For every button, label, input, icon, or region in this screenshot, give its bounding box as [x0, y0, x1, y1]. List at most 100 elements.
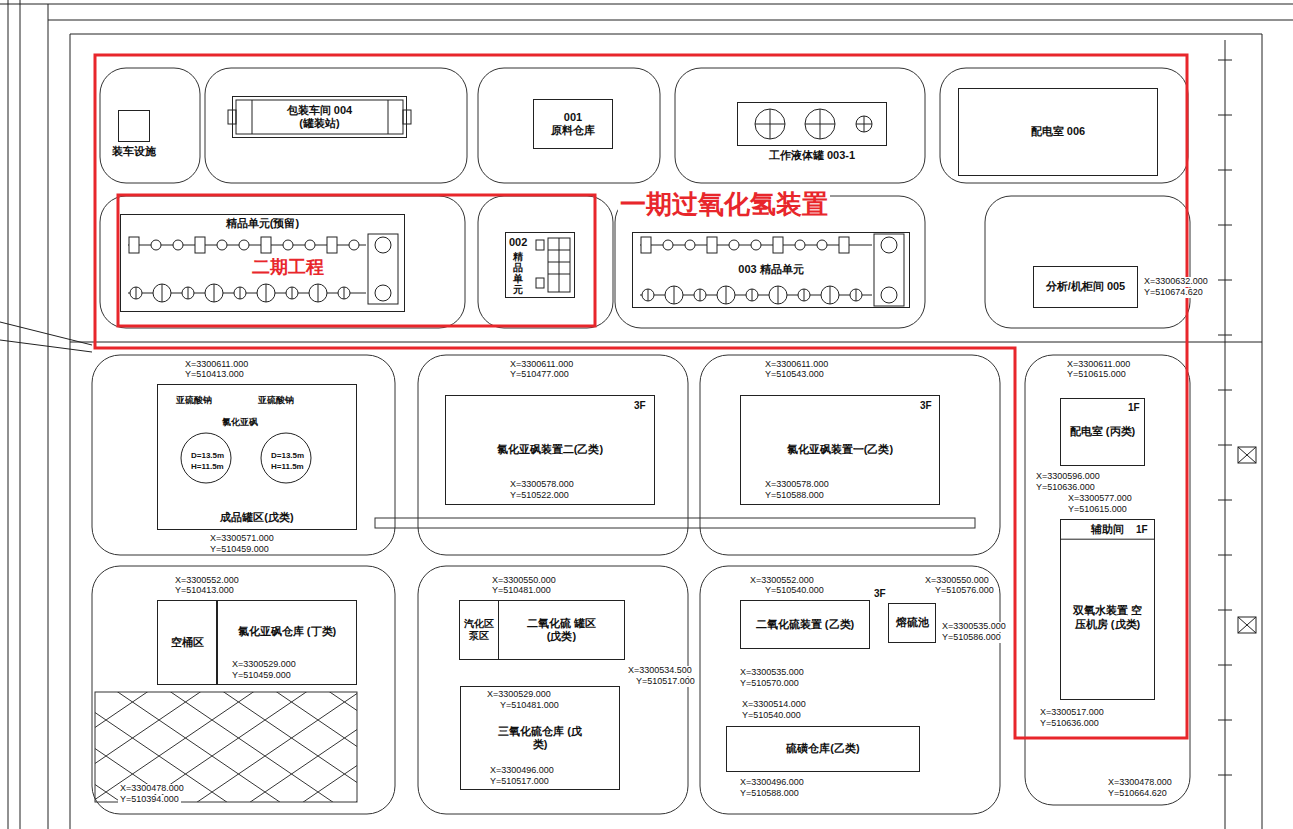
coordinate-label: Y=510517.000 [634, 677, 697, 687]
coordinate-label: Y=510664.620 [1108, 789, 1167, 799]
area-box: 空桶区 [157, 600, 217, 685]
coordinate-label: X=3300529.000 [232, 660, 296, 670]
equipment-row [128, 234, 398, 304]
tank-axis [856, 289, 857, 301]
tank-axis [162, 284, 163, 302]
coordinate-label: Y=510570.000 [740, 679, 799, 689]
hatched-reserve-area [95, 692, 357, 802]
pump-symbol [305, 240, 315, 250]
tank-name-label: 氯化亚砜 [222, 418, 258, 428]
tank-symbol [769, 286, 787, 304]
tank-axis [830, 286, 831, 304]
column-symbol [375, 237, 391, 253]
building-name: 汽化区 [464, 618, 494, 630]
phase-boundary [95, 55, 1187, 738]
building-box: 包装车间 004(罐装站) [232, 96, 407, 138]
tank-axis [318, 284, 319, 302]
coordinate-label: Y=510394.000 [118, 795, 181, 805]
tank-symbol [642, 289, 654, 301]
facility-box: 装车设施 [118, 110, 150, 142]
tank-axis [778, 286, 779, 304]
tank-axis [726, 286, 727, 304]
coordinate-label: X=3300535.000 [940, 622, 1008, 632]
building-name: 配电室 006 [1031, 125, 1085, 138]
tank-symbol [694, 289, 706, 301]
coordinate-label: Y=510413.000 [175, 586, 234, 596]
tank-size-label: D=13.5m [191, 452, 224, 461]
coordinate-label: X=3300632.000 [1142, 277, 1210, 287]
column-symbol [881, 237, 897, 253]
tank-size-label: D=13.5m [271, 452, 304, 461]
pump-symbol [751, 240, 761, 250]
coordinate-label: Y=510543.000 [765, 370, 824, 380]
coordinate-label: Y=510636.000 [1036, 483, 1095, 493]
pump-symbol [239, 240, 249, 250]
tank-axis [674, 286, 675, 304]
coordinate-label: Y=510413.000 [185, 370, 244, 380]
building-name: (罐装站) [299, 117, 339, 130]
vessel-symbol [327, 237, 337, 253]
vessel-symbol [707, 237, 717, 253]
tank-symbols [181, 109, 872, 483]
pump-symbol [729, 240, 739, 250]
tank-symbol [850, 289, 862, 301]
tank-symbol [821, 286, 839, 304]
tank-axis [344, 287, 345, 299]
pump-symbol [173, 240, 183, 250]
building-name: 氯化亚砜仓库 (丁类) [238, 625, 336, 638]
building-name: 003 精品单元 [738, 263, 803, 276]
building-name: 熔硫池 [896, 616, 929, 629]
column-frame [874, 234, 904, 306]
tank-symbol [205, 284, 223, 302]
tank-axis [188, 287, 189, 299]
coordinate-label: X=3300529.000 [487, 690, 551, 700]
coordinate-label: X=3300550.000 [492, 576, 556, 586]
coordinate-label: X=3300611.000 [510, 360, 573, 370]
tank-symbol [286, 287, 298, 299]
unit-002-equipment [536, 238, 570, 292]
building-name: 成品罐区(戊类) [220, 511, 293, 524]
coordinate-label: Y=510615.000 [1067, 370, 1126, 380]
building-name: 二氧化硫 罐区(戊类) [522, 617, 602, 643]
coordinate-label: Y=510588.000 [740, 789, 799, 799]
tank-symbol [798, 289, 810, 301]
tank-group-box: 工作液体罐 003-1 [737, 102, 887, 146]
coordinate-label: Y=510481.000 [492, 586, 551, 596]
building-name: 配电室 (丙类) [1070, 425, 1135, 438]
road-blocks [92, 68, 1190, 814]
coordinate-label: Y=510481.000 [500, 701, 559, 711]
tank-axis [266, 284, 267, 302]
tank-axis [700, 289, 701, 301]
coordinate-label: X=3300611.000 [1067, 360, 1130, 370]
coordinate-label: X=3300496.000 [740, 778, 804, 788]
tank-symbol [309, 284, 327, 302]
tank-symbol [717, 286, 735, 304]
building-name: 二氧化硫装置 (乙类) [756, 618, 854, 631]
coordinate-label: Y=510459.000 [210, 545, 269, 555]
building-name: 原料仓库 [551, 124, 595, 137]
coordinate-label: X=3300578.000 [765, 480, 829, 490]
coordinate-label: X=3300596.000 [1036, 472, 1100, 482]
building-name: 装车设施 [112, 145, 156, 158]
pump-symbol [283, 240, 293, 250]
coordinate-label: Y=510477.000 [510, 370, 569, 380]
coordinate-label: X=3300534.500 [626, 666, 694, 676]
area-title: 二期工程 [250, 258, 326, 278]
building-box: 辅助间双氧水装置 空压机房 (戊类) [1060, 519, 1155, 700]
coordinate-label: X=3300611.000 [185, 360, 248, 370]
coordinate-label: X=3300611.000 [765, 360, 828, 370]
coordinate-label: X=3300552.000 [750, 576, 814, 586]
coordinate-label: Y=510674.620 [1142, 288, 1205, 298]
floor-label: 3F [874, 588, 886, 599]
building-name: 002 [509, 236, 527, 249]
tank-axis [214, 284, 215, 302]
coordinate-label: Y=510576.000 [935, 586, 994, 596]
coordinate-label: Y=510615.000 [1068, 505, 1127, 515]
pump-symbol [151, 240, 161, 250]
process-unit-box: 003 精品单元 [632, 232, 910, 308]
building-name: 空桶区 [171, 636, 204, 649]
node-details [1060, 539, 1155, 540]
tank-axis [752, 289, 753, 301]
vessel-symbol [195, 237, 205, 253]
column-symbol [881, 287, 897, 303]
